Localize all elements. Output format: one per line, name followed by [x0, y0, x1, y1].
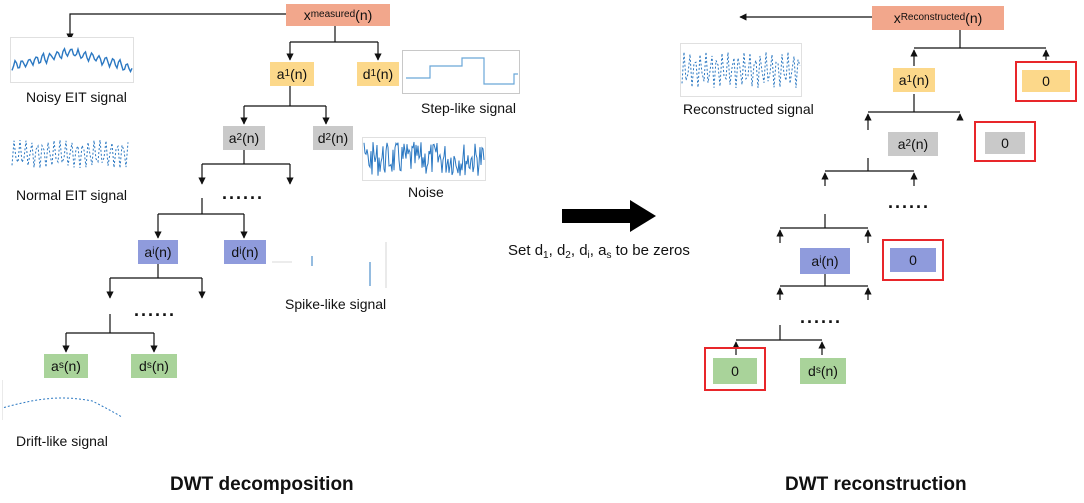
label-reconstructed: Reconstructed signal [683, 101, 814, 117]
label-drift: Drift-like signal [16, 433, 108, 449]
title-reconstruction: DWT reconstruction [785, 474, 967, 495]
node-di-zero: 0 [890, 248, 936, 272]
normal-signal-thumb [10, 132, 130, 176]
reconstructed-signal-thumb [680, 43, 802, 97]
label-noisy-eit: Noisy EIT signal [26, 89, 127, 105]
link-root-to-noisy [66, 13, 286, 41]
zero-highlight-as [704, 347, 766, 391]
label-noise: Noise [408, 184, 444, 200]
title-decomposition: DWT decomposition [170, 474, 354, 495]
spike-signal-thumb [272, 240, 388, 290]
node-d1-zero: 0 [1022, 70, 1070, 92]
node-as-zero: 0 [713, 358, 757, 384]
ellipsis-right-2: ...... [800, 307, 843, 327]
ellipsis-left-1: ...... [222, 183, 265, 203]
zero-highlight-di [882, 239, 944, 281]
node-d2-zero: 0 [985, 132, 1025, 154]
label-step: Step-like signal [421, 100, 516, 116]
noisy-signal-thumb [10, 37, 134, 83]
label-spike: Spike-like signal [285, 296, 387, 312]
noise-signal-thumb [362, 137, 486, 181]
zero-highlight-d2 [974, 121, 1036, 162]
label-normal-eit: Normal EIT signal [16, 187, 128, 203]
zeroing-instruction: Set d1, d2, di, as to be zeros [508, 242, 690, 261]
ellipsis-right-1: ...... [888, 192, 931, 212]
step-signal-thumb [402, 50, 520, 94]
transform-arrow [562, 200, 656, 232]
ellipsis-left-2: ...... [134, 300, 177, 320]
drift-signal-thumb [2, 378, 124, 422]
zero-highlight-d1 [1015, 61, 1077, 102]
